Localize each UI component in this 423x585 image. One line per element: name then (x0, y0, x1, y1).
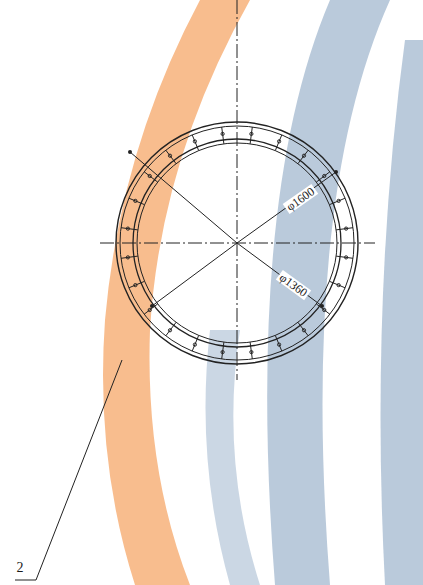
dimension-line (152, 243, 237, 306)
dimension-dot (128, 150, 132, 154)
bolt-hole (148, 308, 151, 311)
bolt-hole (323, 308, 326, 311)
rib (222, 342, 224, 359)
bolt-hole (193, 140, 196, 143)
rib (329, 281, 345, 288)
rib (166, 150, 176, 164)
watermark-blue (206, 330, 261, 585)
bolt-hole (148, 174, 151, 177)
dimension-line (237, 172, 336, 243)
bolt-hole (221, 351, 224, 354)
bolt-hole (221, 132, 224, 135)
rib (129, 198, 145, 205)
rib (121, 228, 138, 230)
rib (336, 256, 353, 258)
leader-line (15, 360, 122, 580)
rib (166, 322, 176, 336)
bolt-hole (126, 256, 129, 259)
dimension-line (237, 243, 322, 306)
rib (129, 281, 145, 288)
rib (329, 198, 345, 205)
bolt-hole (250, 132, 253, 135)
bolt-hole (302, 329, 305, 332)
bolt-hole (323, 174, 326, 177)
rib (144, 304, 158, 314)
bolt-hole (168, 329, 171, 332)
rib (192, 335, 199, 351)
bolt-hole (168, 154, 171, 157)
bolt-hole (134, 284, 137, 287)
bolt-hole (302, 154, 305, 157)
rib (222, 127, 224, 144)
rib (336, 228, 353, 230)
bolt-hole (278, 140, 281, 143)
inner-circle (133, 139, 341, 347)
dimension-line (130, 152, 237, 243)
bolt-hole (337, 284, 340, 287)
bolt-hole (193, 343, 196, 346)
rib (298, 322, 308, 336)
rib (250, 342, 252, 359)
center-line (237, 0, 238, 380)
outer-band (120, 126, 354, 360)
rib (121, 256, 138, 258)
rib (316, 172, 330, 182)
ring-ribs (121, 127, 353, 359)
rib (250, 127, 252, 144)
callout-number: 2 (15, 561, 26, 575)
bolt-hole (250, 351, 253, 354)
rib (298, 150, 308, 164)
rib (192, 135, 199, 151)
rib (144, 172, 158, 182)
outer-circle (116, 122, 358, 364)
watermark-blue (381, 40, 423, 585)
bolt-hole (126, 227, 129, 230)
bolt-hole (134, 199, 137, 202)
dimension-dot (334, 170, 338, 174)
bolt-hole (278, 343, 281, 346)
rib (316, 304, 330, 314)
bolt-hole (345, 227, 348, 230)
rib (275, 335, 282, 351)
rib (275, 135, 282, 151)
bolt-hole (337, 199, 340, 202)
inner-band (137, 143, 337, 343)
bolt-hole (345, 256, 348, 259)
